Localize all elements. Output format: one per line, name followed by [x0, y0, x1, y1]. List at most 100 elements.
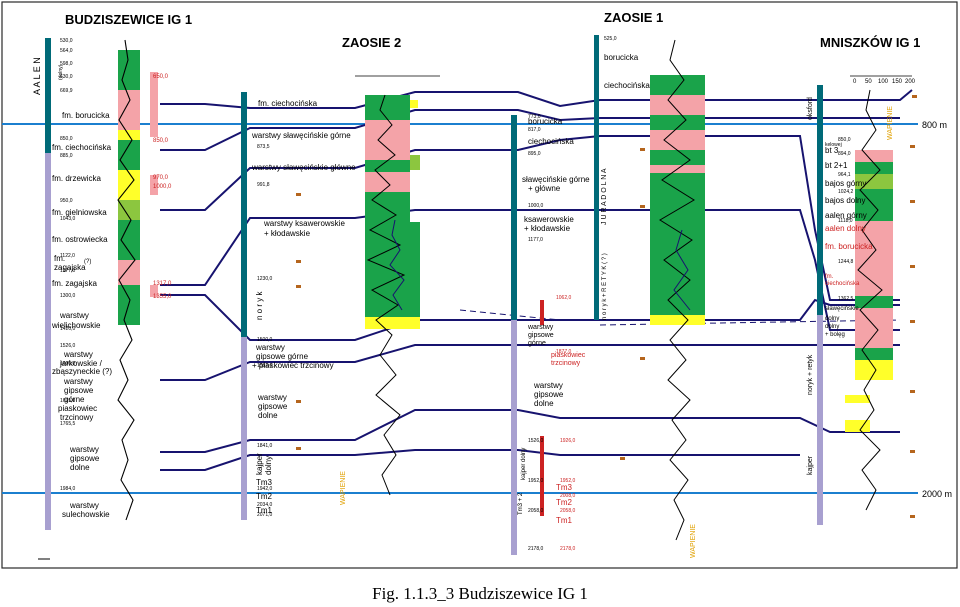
gamma-log: [857, 89, 883, 511]
unit-labels: kelowej bt 3 bt 2+1 bajos górny bajos do…: [825, 142, 873, 338]
stage-note: (dolny): [58, 64, 64, 80]
svg-text:1582,0: 1582,0: [257, 363, 273, 369]
svg-text:1043,0: 1043,0: [60, 216, 76, 222]
gamma-log: [659, 39, 695, 541]
svg-text:2008,0: 2008,0: [560, 493, 576, 499]
stage-label-kajper: kajper: [807, 455, 814, 475]
svg-text:2058,0: 2058,0: [528, 508, 544, 514]
svg-text:dolny: dolny: [264, 456, 273, 475]
svg-text:warstwy ksawerowskie: warstwy ksawerowskie: [263, 219, 345, 228]
svg-text:1695,0: 1695,0: [60, 398, 76, 404]
figure-frame: [1, 1, 958, 569]
well-title: MNISZKÓW IG 1: [820, 35, 920, 50]
svg-text:bt 3: bt 3: [825, 146, 839, 155]
svg-text:2178,0: 2178,0: [528, 546, 544, 552]
depth-labels: 873,5 991,8 1230,0 1500,0 1582,0 1841,0 …: [257, 144, 273, 518]
svg-text:1952,0: 1952,0: [528, 478, 544, 484]
stage-label: A A L E N: [32, 57, 42, 95]
svg-text:bt 2+1: bt 2+1: [825, 161, 848, 170]
svg-text:850,0: 850,0: [153, 138, 169, 144]
svg-text:gipsowe: gipsowe: [70, 454, 100, 463]
svg-text:dolny: dolny: [825, 316, 839, 322]
svg-text:1122,0: 1122,0: [60, 253, 75, 259]
depth-labels: 530,0 564,0 598,0 630,0 669,9 850,0 885,…: [60, 38, 76, 492]
depth-labels: 525,0 773,0 817,0 895,0 1000,0 1177,0 15…: [528, 36, 617, 552]
svg-text:1230,0: 1230,0: [257, 276, 273, 282]
svg-text:895,0: 895,0: [528, 151, 541, 157]
svg-text:gipsowe: gipsowe: [534, 390, 564, 399]
svg-text:ksawerowskie: ksawerowskie: [524, 215, 574, 224]
svg-text:warstwy: warstwy: [257, 393, 287, 402]
stage-label-noryk: noryk + retyk: [807, 354, 814, 395]
svg-text:fm. ciechocińska: fm. ciechocińska: [52, 143, 112, 152]
svg-text:zagajska: zagajska: [54, 263, 86, 272]
marker-800m: 800 m: [922, 120, 947, 130]
svg-text:fm.: fm.: [825, 274, 834, 280]
svg-text:817,0: 817,0: [528, 127, 541, 133]
svg-text:warstwy: warstwy: [63, 350, 93, 359]
svg-text:fm. borucicka: fm. borucicka: [825, 242, 873, 251]
svg-text:850,0: 850,0: [838, 137, 851, 143]
svg-text:150: 150: [892, 79, 903, 85]
svg-text:1000,0: 1000,0: [153, 184, 172, 190]
svg-text:950,0: 950,0: [60, 198, 73, 204]
svg-text:1926,0: 1926,0: [560, 438, 576, 444]
marker-2000m: 2000 m: [922, 489, 952, 499]
well-title: ZAOSIE 1: [604, 10, 663, 25]
svg-text:aalen dolny: aalen dolny: [825, 224, 866, 233]
well-mniszkow: MNISZKÓW IG 1 0 50 100 150 200 oksford n…: [807, 35, 920, 525]
svg-text:sławęcińskie górne: sławęcińskie górne: [522, 175, 590, 184]
svg-text:warstwy: warstwy: [63, 377, 93, 386]
svg-text:964,1: 964,1: [838, 172, 851, 178]
svg-text:warstwy sławęcińskie główne: warstwy sławęcińskie główne: [251, 163, 356, 172]
correlation-line-gipsowe-dolne: [160, 409, 900, 453]
svg-text:bajos dolny: bajos dolny: [825, 196, 865, 205]
wapienie-label: WAPIENIE: [690, 524, 697, 558]
svg-text:warstwy: warstwy: [69, 445, 99, 454]
wapienie-label: WAPIENIE: [887, 106, 894, 140]
svg-text:sławęcińskie: sławęcińskie: [825, 306, 859, 312]
svg-text:kajper: kajper: [255, 453, 264, 475]
well-title: BUDZISZEWICE IG 1: [65, 12, 192, 27]
svg-text:1984,0: 1984,0: [60, 486, 76, 492]
svg-text:warstwy: warstwy: [255, 343, 285, 352]
scale-labels: 0 50 100 150 200: [853, 79, 916, 85]
svg-text:1500,0: 1500,0: [257, 337, 273, 343]
svg-text:200: 200: [905, 79, 916, 85]
svg-text:1024,2: 1024,2: [838, 189, 854, 195]
svg-text:dolne: dolne: [258, 411, 278, 420]
svg-text:1300,0: 1300,0: [60, 293, 76, 299]
svg-text:50: 50: [865, 79, 872, 85]
svg-text:Tm2: Tm2: [256, 492, 273, 501]
svg-text:773,0: 773,0: [528, 114, 541, 120]
svg-text:1765,5: 1765,5: [60, 421, 76, 427]
unit-labels: borucicka ciechocińska borucicka ciechoc…: [518, 53, 650, 525]
svg-text:+ piaskowiec trzcinowy: + piaskowiec trzcinowy: [252, 361, 334, 370]
svg-text:1118,0: 1118,0: [838, 218, 853, 224]
svg-text:598,0: 598,0: [60, 61, 73, 67]
svg-text:630,0: 630,0: [60, 74, 73, 80]
stage-bar: [45, 38, 51, 530]
red-interval: [150, 72, 158, 137]
svg-text:Tm3 + 2: Tm3 + 2: [518, 492, 524, 515]
svg-text:fm. ostrowiecka: fm. ostrowiecka: [52, 235, 108, 244]
svg-text:+ kłodawskie: + kłodawskie: [524, 224, 571, 233]
svg-text:Tm1: Tm1: [556, 516, 573, 525]
svg-text:Tm1: Tm1: [256, 506, 273, 515]
well-title: ZAOSIE 2: [342, 35, 401, 50]
svg-text:1244,8: 1244,8: [838, 259, 854, 265]
svg-text:Tm3: Tm3: [556, 483, 573, 492]
svg-text:0: 0: [853, 79, 857, 85]
svg-text:Tm3: Tm3: [256, 478, 273, 487]
stage-label: n o r y k: [255, 291, 264, 320]
svg-text:piaskowiec: piaskowiec: [58, 404, 97, 413]
svg-text:2071,0: 2071,0: [257, 512, 273, 518]
svg-text:564,0: 564,0: [60, 48, 73, 54]
svg-text:ciechocińska: ciechocińska: [604, 81, 650, 90]
svg-text:fm. ciechocińska: fm. ciechocińska: [258, 99, 318, 108]
stage-bar: [511, 115, 517, 555]
svg-text:dolny: dolny: [825, 324, 839, 330]
svg-text:(?): (?): [84, 259, 91, 265]
svg-text:aalen górny: aalen górny: [825, 211, 867, 220]
svg-text:+ główne: + główne: [528, 184, 561, 193]
